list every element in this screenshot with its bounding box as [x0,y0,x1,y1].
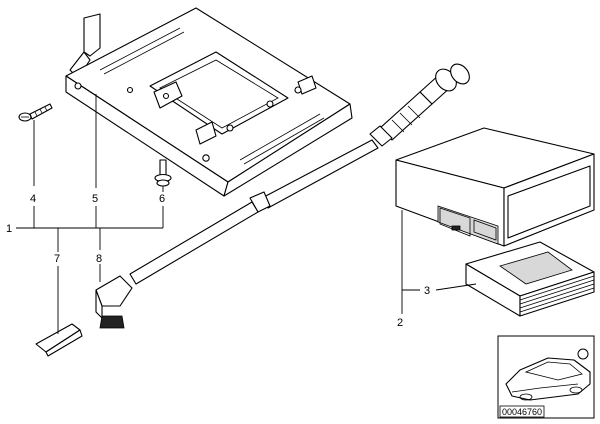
holder-bracket[interactable] [65,7,353,197]
bolt-with-washer[interactable] [154,159,172,187]
cd-magazine[interactable] [465,241,595,317]
callout-2: 2 [397,317,403,329]
callout-8: 8 [96,253,102,265]
cable-clip[interactable] [35,323,83,357]
callout-1: 1 [6,223,12,235]
callout-3: 3 [424,285,430,297]
connecting-cable[interactable] [95,60,473,329]
callout-7: 7 [54,253,60,265]
callout-5: 5 [92,193,98,205]
cd-changer[interactable] [395,127,595,247]
screw[interactable] [18,103,53,122]
callout-6: 6 [159,193,165,205]
reference-code: 00046760 [502,407,542,417]
callout-labels: 1 2 3 4 5 6 7 8 [6,193,430,329]
callout-4: 4 [30,193,36,205]
leader-lines [16,94,477,334]
car-silhouette [505,357,591,401]
location-marker-icon [577,348,589,360]
vehicle-locator-inset: 00046760 [497,335,595,419]
